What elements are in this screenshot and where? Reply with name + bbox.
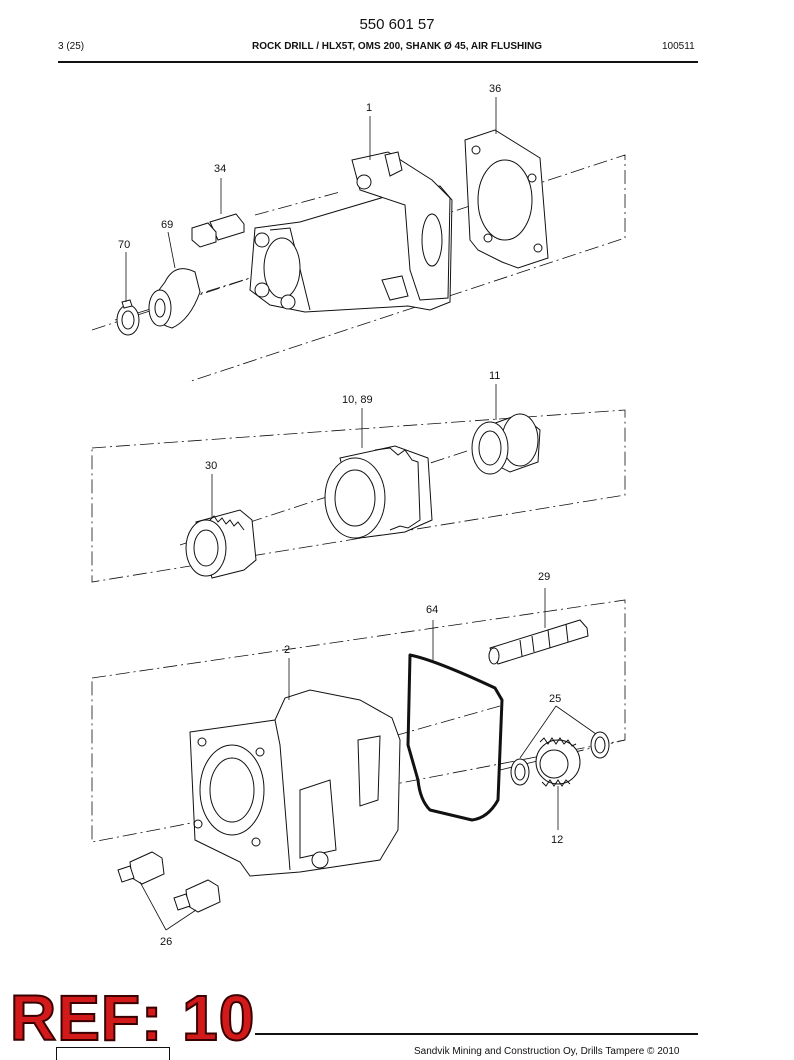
ref-stamp: REF: 10 — [9, 982, 256, 1054]
page-number: 3 (25) — [58, 41, 85, 52]
splined-bushing-part-30 — [185, 509, 257, 579]
callout-12: 12 — [551, 834, 563, 846]
seal-ring-part-64 — [406, 653, 504, 822]
callout-34: 34 — [214, 163, 226, 175]
gear-bushing-group: 11 10, 89 30 — [91, 370, 626, 583]
drill-body-part-1 — [249, 151, 453, 313]
gear-part-12 — [535, 737, 581, 787]
diaphragm-part-69 — [148, 268, 201, 329]
washer-part-25 — [510, 731, 610, 786]
callout-69: 69 — [161, 219, 173, 231]
gear-housing-group: 29 64 2 25 12 26 — [91, 571, 626, 948]
document-code: 100511 — [662, 41, 695, 52]
callout-26: 26 — [160, 936, 172, 948]
callout-1: 1 — [366, 102, 372, 114]
company-logo — [56, 1047, 170, 1060]
gear-housing-part-2 — [189, 689, 401, 877]
callout-25: 25 — [549, 693, 561, 705]
housing-assembly-group: 1 36 34 69 70 — [91, 83, 626, 383]
bushing-part-11 — [471, 413, 541, 475]
shaft-part-29 — [488, 619, 589, 665]
callout-10-89: 10, 89 — [342, 394, 373, 406]
splined-sleeve-part-10-89 — [324, 445, 433, 539]
callout-29: 29 — [538, 571, 550, 583]
callout-2: 2 — [284, 644, 290, 656]
footer-rule — [255, 1033, 698, 1035]
document-title: ROCK DRILL / HLX5T, OMS 200, SHANK Ø 45,… — [251, 41, 543, 52]
footer-copyright: Sandvik Mining and Construction Oy, Dril… — [414, 1046, 680, 1057]
callout-11: 11 — [489, 370, 500, 382]
header-rule — [58, 61, 698, 63]
clamp-part-70 — [116, 299, 140, 336]
callout-64: 64 — [426, 604, 438, 616]
document-number: 550 601 57 — [359, 16, 435, 33]
callout-70: 70 — [118, 239, 130, 251]
bolt-part-34 — [191, 213, 245, 248]
gasket-part-36 — [464, 129, 549, 269]
callout-36: 36 — [489, 83, 501, 95]
callout-30: 30 — [205, 460, 217, 472]
plug-part-26 — [117, 851, 221, 913]
